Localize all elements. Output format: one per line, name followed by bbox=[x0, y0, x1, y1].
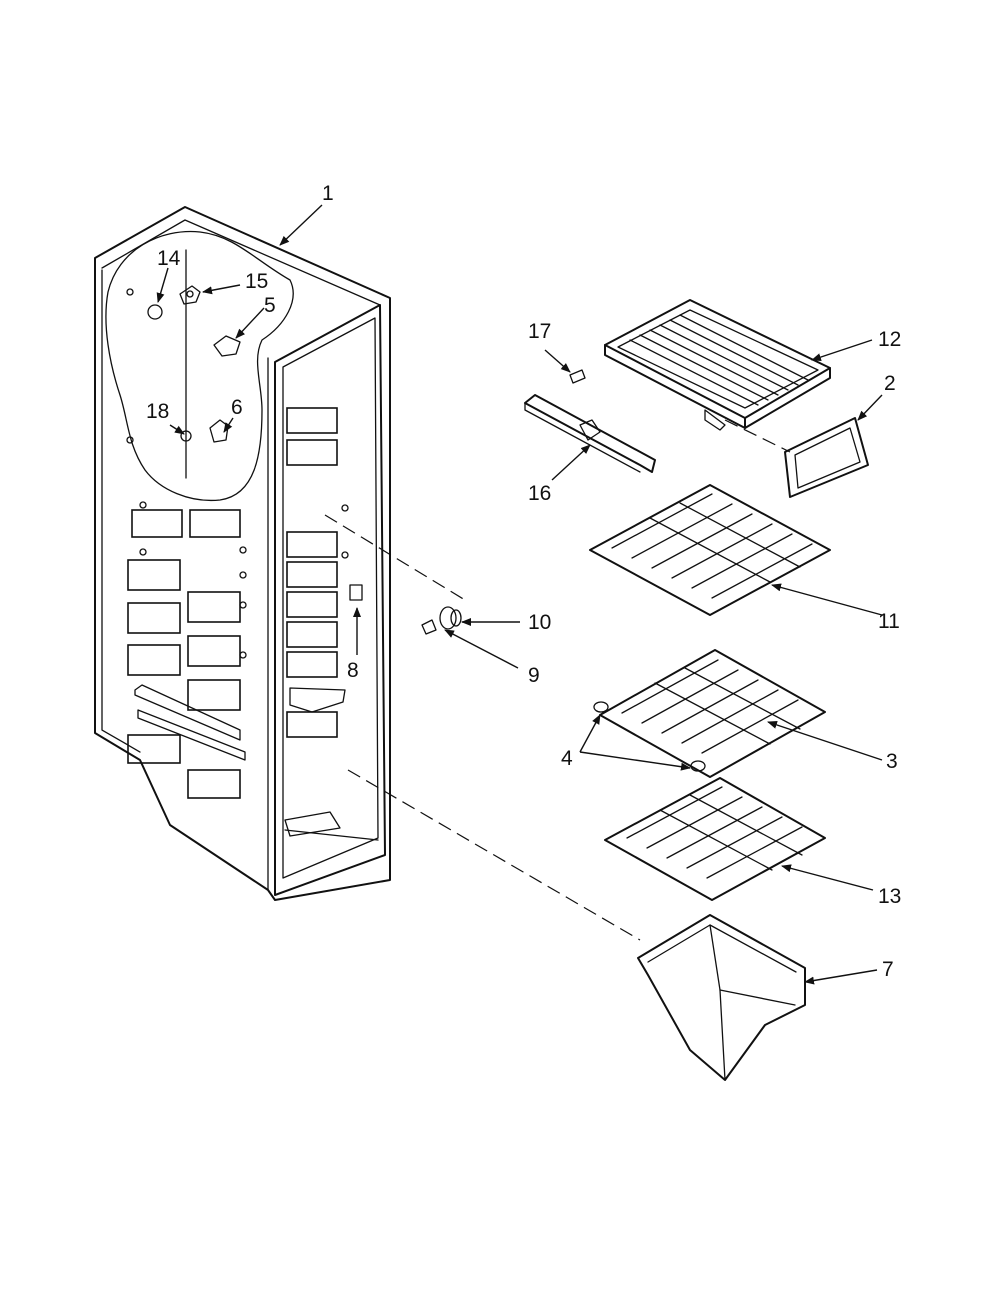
cabinet-liner bbox=[94, 206, 391, 901]
callout-14: 14 bbox=[157, 247, 181, 270]
callout-2: 2 bbox=[884, 372, 896, 395]
thermistor-clip bbox=[209, 419, 229, 443]
light-switch bbox=[213, 335, 241, 357]
storage-pan bbox=[637, 914, 806, 1081]
callout-16: 16 bbox=[528, 482, 551, 505]
callout-15: 15 bbox=[245, 270, 268, 293]
crisper-cover-frame bbox=[784, 417, 869, 498]
screw bbox=[569, 369, 586, 384]
callout-1: 1 bbox=[322, 182, 334, 205]
callout-8: 8 bbox=[347, 659, 359, 682]
wire-shelf-top bbox=[589, 484, 831, 616]
callout-12: 12 bbox=[878, 328, 901, 351]
callout-5: 5 bbox=[264, 294, 276, 317]
shelf-stud-screw bbox=[421, 619, 437, 635]
callout-labels: 1 14 15 5 18 6 8 10 9 17 16 12 2 11 3 4 … bbox=[146, 182, 901, 981]
callout-18: 18 bbox=[146, 400, 169, 423]
callout-10: 10 bbox=[528, 611, 551, 634]
control-knob bbox=[180, 430, 192, 442]
callout-9: 9 bbox=[528, 664, 540, 687]
shelf-glide-right bbox=[690, 760, 706, 772]
callout-11: 11 bbox=[878, 610, 900, 633]
wire-shelf-middle bbox=[599, 649, 826, 778]
shelf-stud-bushing bbox=[439, 606, 462, 630]
shelf-support-rail bbox=[524, 394, 656, 473]
light-bulb bbox=[147, 304, 163, 320]
shelf-support-clip bbox=[349, 584, 363, 601]
callout-4: 4 bbox=[561, 747, 573, 770]
shelf-frame bbox=[604, 299, 831, 431]
wire-shelf-bottom bbox=[604, 777, 826, 901]
assembly-lines bbox=[324, 419, 791, 941]
callout-17: 17 bbox=[528, 320, 551, 343]
leader-lines bbox=[156, 204, 883, 985]
callout-6: 6 bbox=[231, 396, 243, 419]
callout-3: 3 bbox=[886, 750, 898, 773]
callout-13: 13 bbox=[878, 885, 901, 908]
light-socket bbox=[179, 285, 201, 305]
callout-7: 7 bbox=[882, 958, 894, 981]
shelf-glide-left bbox=[593, 701, 609, 713]
